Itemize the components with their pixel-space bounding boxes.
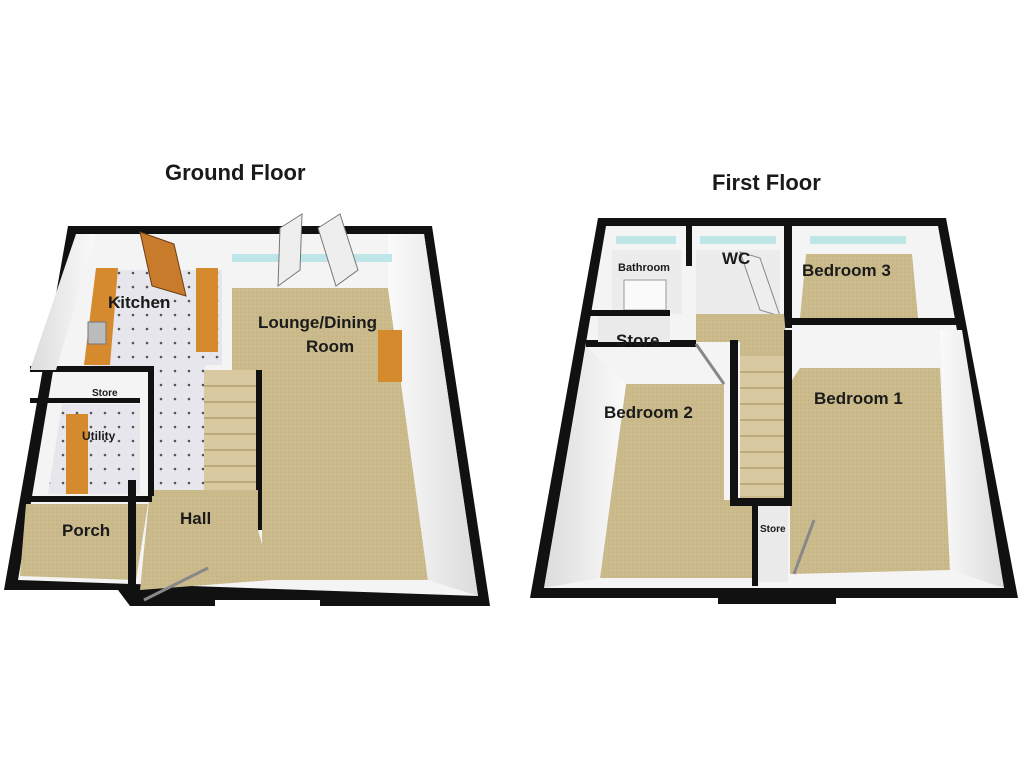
lounge-label-line1: Lounge/Dining <box>258 313 377 332</box>
stairs-well-wall-bottom <box>730 498 790 506</box>
stairs-wall <box>256 370 262 530</box>
bathroom-wc-divider <box>686 226 692 266</box>
french-door-right <box>317 213 359 287</box>
landing-store-wall <box>752 506 758 586</box>
ground-left-wall <box>30 234 96 370</box>
porch-hall-wall <box>128 480 136 588</box>
first-floor-title: First Floor <box>712 170 821 195</box>
bathroom-window <box>616 236 676 244</box>
ground-floor-plan <box>4 213 490 606</box>
bedroom1-right-wall <box>940 330 1004 588</box>
ground-store-label: Store <box>92 388 118 399</box>
bedroom1-door <box>792 519 816 575</box>
ground-floor-title: Ground Floor <box>165 160 306 185</box>
first-store-label: Store <box>616 331 660 350</box>
store-utility-divider <box>30 398 140 403</box>
store-top-wall <box>590 310 670 316</box>
bathroom-label: Bathroom <box>618 262 670 274</box>
french-door-left <box>277 213 303 288</box>
bedroom3-label: Bedroom 3 <box>802 261 891 280</box>
bedroom1-top-wall <box>786 318 958 325</box>
bedroom1-floor <box>790 368 950 574</box>
wc-window <box>700 236 776 244</box>
bedroom2-floor <box>600 384 752 578</box>
first-floor-plan <box>530 218 1018 604</box>
kitchen-label: Kitchen <box>108 293 171 312</box>
stairs-well-wall-left <box>730 340 738 506</box>
kitchen-back-door <box>139 231 187 297</box>
porch-label: Porch <box>62 521 111 540</box>
first-stair-treads <box>740 371 784 485</box>
landing-store-label: Store <box>760 524 786 535</box>
utility-label: Utility <box>82 429 116 443</box>
hall-floor <box>140 490 272 590</box>
bathtub <box>623 279 667 311</box>
lounge-label-line2: Room <box>306 337 355 356</box>
bedroom1-label: Bedroom 1 <box>814 389 903 408</box>
landing-store-floor <box>756 506 788 582</box>
wc-label: WC <box>722 249 751 268</box>
utility-floor <box>48 404 140 494</box>
kitchen-sink <box>87 321 107 345</box>
lounge-side-unit <box>378 330 402 382</box>
bedroom2-door <box>694 343 726 385</box>
bedroom3-window <box>810 236 906 244</box>
lounge-window <box>232 254 392 262</box>
bedroom2-top-wall <box>586 340 696 347</box>
lounge-right-wall <box>388 234 478 596</box>
utility-worktop <box>66 414 88 494</box>
porch-floor <box>20 504 148 580</box>
bedroom3-floor <box>800 254 918 318</box>
bedroom2-label: Bedroom 2 <box>604 403 693 422</box>
bedroom3-left-wall <box>784 218 792 328</box>
kitchen-worktop-right <box>196 268 218 352</box>
hall-label: Hall <box>180 509 212 528</box>
store-utility-wall <box>30 366 152 372</box>
first-stairs <box>740 356 784 496</box>
utility-porch-divider <box>22 496 152 502</box>
stairs-well-wall-right <box>784 330 792 506</box>
store-floor <box>598 314 670 342</box>
utility-right-wall <box>148 366 154 496</box>
front-door <box>143 566 209 602</box>
bedroom2-left-wall <box>544 346 626 588</box>
kitchen-floor <box>90 270 222 490</box>
